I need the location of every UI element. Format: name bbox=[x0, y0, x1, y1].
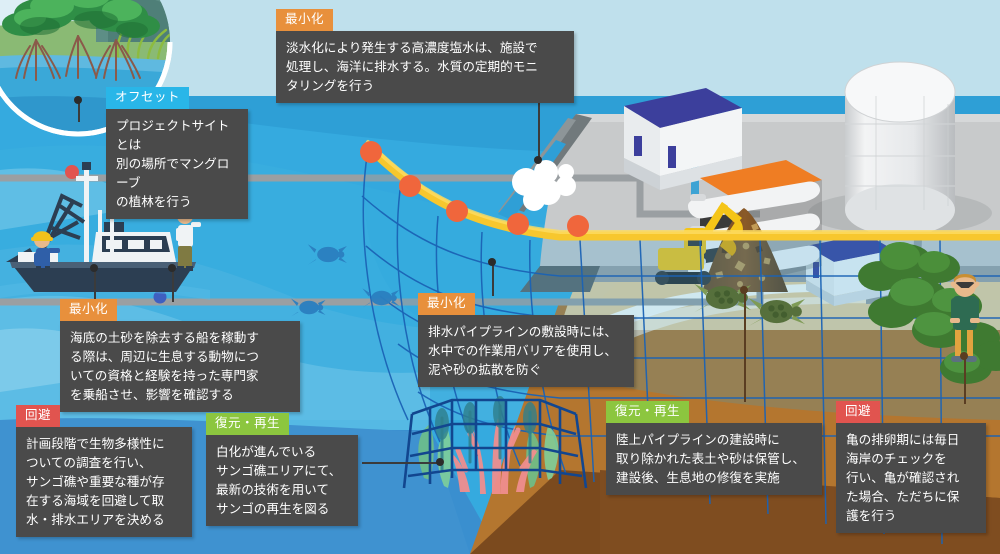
sea-highlight-1 bbox=[0, 168, 150, 230]
storage-tank bbox=[808, 61, 992, 236]
leader-barrier bbox=[492, 262, 494, 296]
seawall bbox=[520, 266, 600, 292]
callout-minimize-dredging[interactable]: 最小化 海底の土砂を除去する船を稼動す る際は、周辺に生息する動物につ いての資… bbox=[60, 298, 300, 413]
barrier-buoys bbox=[360, 141, 589, 237]
leader-coral-h bbox=[362, 462, 440, 464]
callout-tag-barrier: 最小化 bbox=[418, 293, 476, 315]
callout-minimize-brine[interactable]: 最小化 淡水化により発生する高濃度塩水は、施設で 処理し、海洋に排水する。水質の… bbox=[276, 8, 574, 103]
leader-dot-brine bbox=[534, 156, 542, 164]
site-buildings bbox=[624, 88, 894, 306]
leader-dot-dredging bbox=[90, 264, 98, 272]
steam-cloud bbox=[512, 160, 576, 211]
leader-topsoil bbox=[744, 290, 746, 402]
callout-avoid-biodiversity-survey[interactable]: 回避 計画段階で生物多様性に ついての調査を行い、 サンゴ礁や重要な種が存 在す… bbox=[16, 404, 192, 538]
callout-restore-topsoil[interactable]: 復元・再生 陸上パイプラインの建設時に 取り除かれた表土や砂は保管し、 建設後、… bbox=[606, 400, 822, 495]
callout-tag-brine: 最小化 bbox=[276, 9, 334, 31]
leader-dot-topsoil bbox=[740, 286, 748, 294]
callout-tag-dredging: 最小化 bbox=[60, 299, 118, 321]
callout-minimize-silt-barrier[interactable]: 最小化 排水パイプラインの敷設時には、 水中での作業用バリアを使用し、 泥や砂の… bbox=[418, 292, 634, 387]
callout-body-turtle: 亀の排卵期には毎日 海岸のチェックを 行い、亀が確認され た場合、ただちに保 護… bbox=[836, 422, 986, 534]
callout-body-topsoil: 陸上パイプラインの建設時に 取り除かれた表土や砂は保管し、 建設後、生息地の修復… bbox=[606, 422, 822, 495]
leader-dredging bbox=[94, 268, 96, 302]
sea-turtles bbox=[291, 244, 806, 327]
callout-tag-turtle: 回避 bbox=[836, 401, 881, 423]
callout-body-survey: 計画段階で生物多様性に ついての調査を行い、 サンゴ礁や重要な種が存 在する海域… bbox=[16, 426, 192, 538]
leader-dot-barrier bbox=[488, 258, 496, 266]
callout-body-brine: 淡水化により発生する高濃度塩水は、施設で 処理し、海洋に排水する。水質の定期的モ… bbox=[276, 30, 574, 103]
callout-body-coral: 白化が進んでいる サンゴ礁エリアにて、 最新の技術を用いて サンゴの再生を図る bbox=[206, 434, 358, 527]
leader-dot-dredging-2 bbox=[168, 264, 176, 272]
callout-restore-coral[interactable]: 復元・再生 白化が進んでいる サンゴ礁エリアにて、 最新の技術を用いて サンゴの… bbox=[206, 412, 358, 527]
callout-tag-coral: 復元・再生 bbox=[206, 413, 290, 435]
leader-offset bbox=[78, 100, 80, 122]
leader-dot-turtle bbox=[960, 352, 968, 360]
leader-dot-coral bbox=[436, 458, 444, 466]
callout-body-barrier: 排水パイプラインの敷設時には、 水中での作業用バリアを使用し、 泥や砂の拡散を防… bbox=[418, 314, 634, 387]
callout-offset-mangrove[interactable]: オフセット プロジェクトサイトとは 別の場所でマングローブ の植林を行う bbox=[106, 86, 248, 220]
leader-dredging-2 bbox=[172, 268, 174, 302]
leader-turtle bbox=[964, 356, 966, 404]
callout-tag-offset: オフセット bbox=[106, 87, 190, 109]
vessel-worker bbox=[31, 231, 60, 278]
leader-brine bbox=[538, 90, 540, 160]
leader-dot-offset bbox=[74, 96, 82, 104]
callout-tag-topsoil: 復元・再生 bbox=[606, 401, 690, 423]
callout-body-dredging: 海底の土砂を除去する船を稼動す る際は、周辺に生息する動物につ いての資格と経験… bbox=[60, 320, 300, 413]
callout-avoid-turtle-nesting[interactable]: 回避 亀の排卵期には毎日 海岸のチェックを 行い、亀が確認され た場合、ただちに… bbox=[836, 400, 986, 534]
callout-tag-survey: 回避 bbox=[16, 405, 61, 427]
beach-observer bbox=[950, 274, 980, 362]
coral-nursery bbox=[402, 396, 588, 494]
callout-body-offset: プロジェクトサイトとは 別の場所でマングローブ の植林を行う bbox=[106, 108, 248, 220]
survey-vessel bbox=[0, 162, 210, 300]
